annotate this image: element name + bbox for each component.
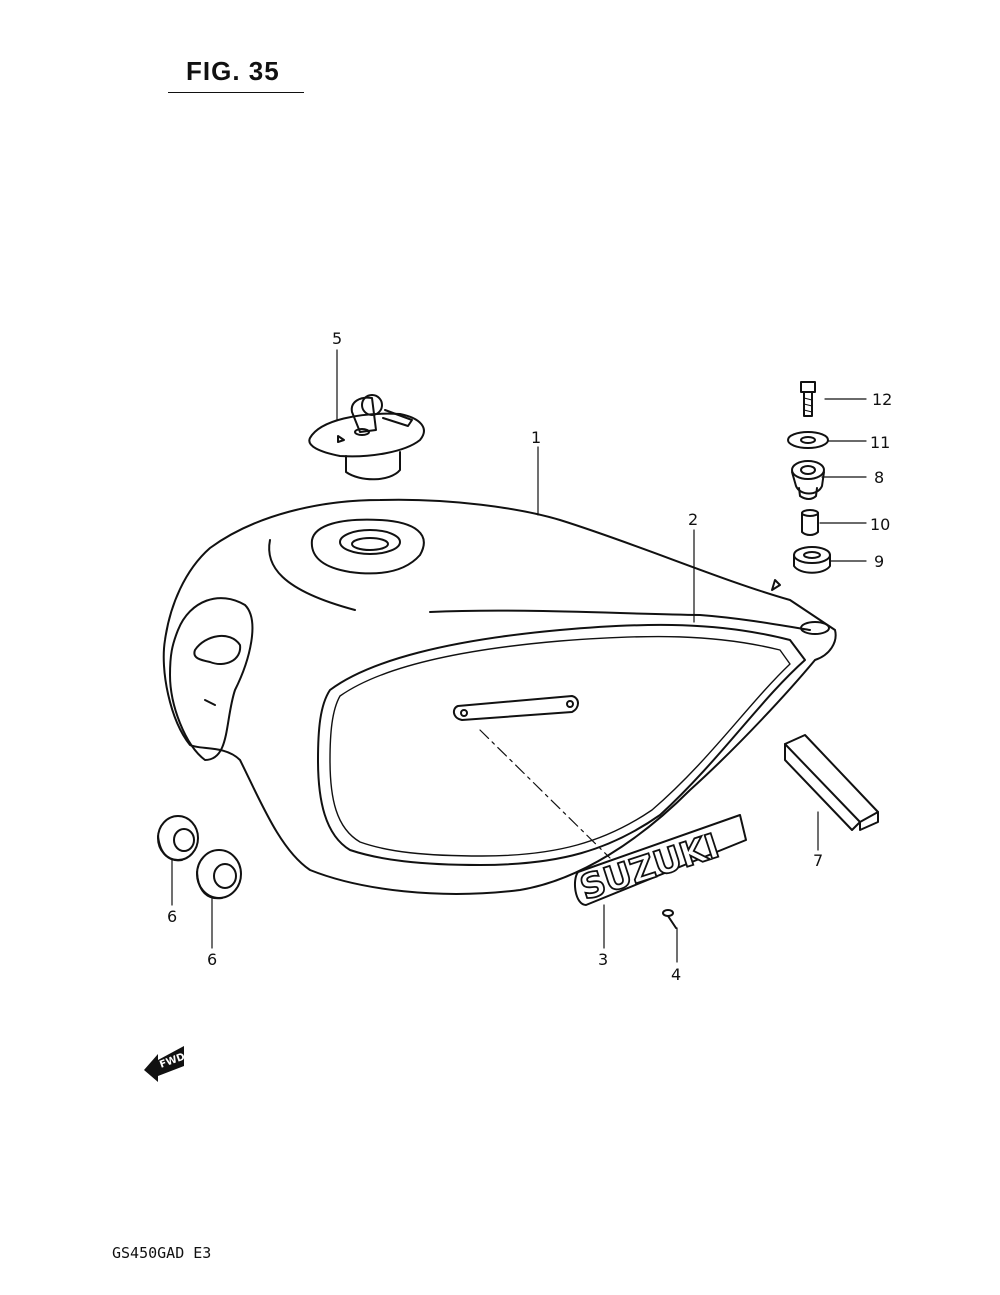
figure-title: FIG. 35 xyxy=(186,56,280,86)
emblem-mount-plate xyxy=(452,695,579,721)
cushion xyxy=(791,460,825,500)
callout-6b: 6 xyxy=(207,950,217,969)
callout-8: 8 xyxy=(874,468,884,487)
collar xyxy=(801,509,819,536)
title-underline xyxy=(168,92,304,93)
leader-lines xyxy=(171,349,867,963)
callout-2: 2 xyxy=(688,510,698,529)
fuel-tank xyxy=(162,498,837,895)
block-cushion xyxy=(784,734,879,831)
tank-cushion-upper xyxy=(157,815,199,862)
assembly-line xyxy=(479,729,611,859)
forward-arrow-icon: FWD xyxy=(144,1046,187,1082)
callout-4: 4 xyxy=(671,965,681,984)
model-code: GS450GAD E3 xyxy=(112,1244,212,1262)
suzuki-emblem xyxy=(573,814,747,906)
screw xyxy=(662,909,677,929)
washer xyxy=(787,431,829,449)
tank-side-stripe xyxy=(317,623,806,866)
callout-12: 12 xyxy=(872,390,892,409)
fuel-cap xyxy=(308,394,425,481)
rear-cushion xyxy=(793,546,831,574)
callout-6a: 6 xyxy=(167,907,177,926)
callout-11: 11 xyxy=(870,433,890,452)
tank-cushion-lower xyxy=(196,849,242,900)
bolt xyxy=(800,381,816,417)
callout-3: 3 xyxy=(598,950,608,969)
callout-9: 9 xyxy=(874,552,884,571)
callout-7: 7 xyxy=(813,851,823,870)
callout-5: 5 xyxy=(332,329,342,348)
callout-10: 10 xyxy=(870,515,890,534)
callout-1: 1 xyxy=(531,428,541,447)
